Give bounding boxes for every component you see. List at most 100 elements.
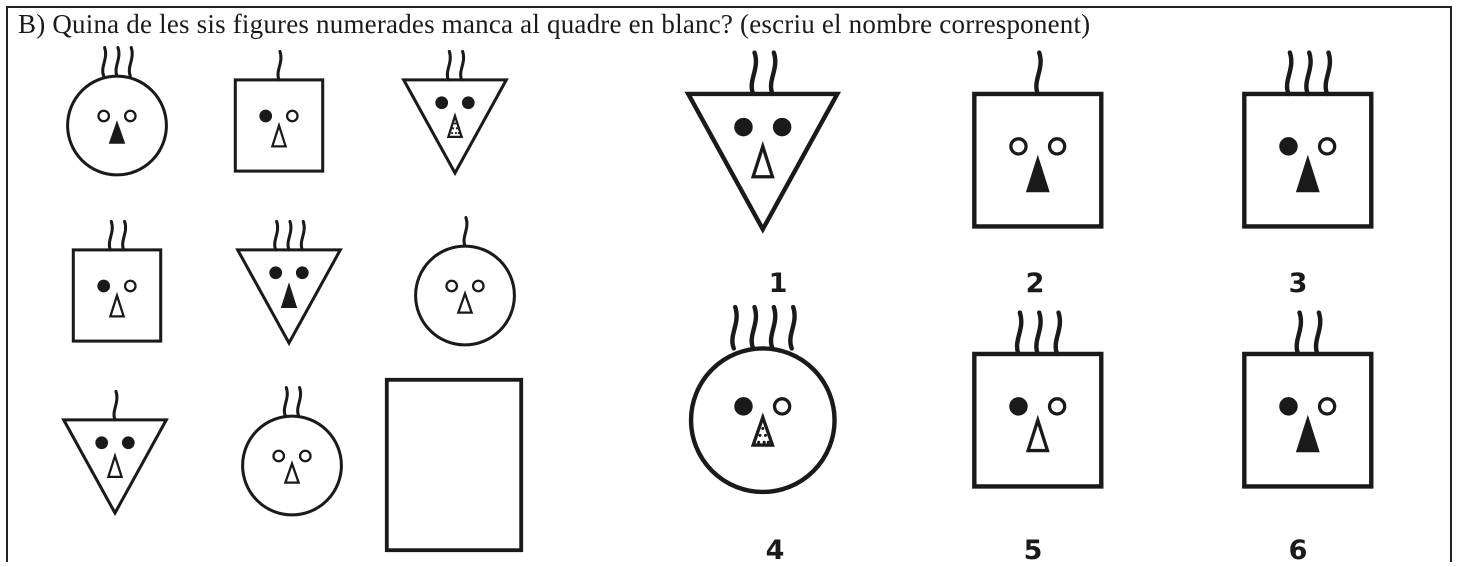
eye-filled: [1279, 137, 1298, 156]
hair-strand: [296, 386, 303, 418]
eye-open: [1317, 137, 1337, 156]
matrix-cell-2: [233, 49, 325, 173]
hair-strand: [445, 49, 452, 82]
eye-filled: [95, 436, 109, 450]
matrix-cell-1: [66, 46, 168, 177]
option-label-2: 2: [1025, 268, 1045, 299]
option-figure-4: [688, 304, 837, 495]
hair-strand: [768, 304, 778, 351]
option-figure-6: [1242, 310, 1374, 489]
head-square: [71, 248, 163, 343]
hair-strand: [730, 304, 739, 351]
option-label-3: 3: [1288, 268, 1308, 299]
hair-strand: [768, 50, 778, 97]
hair-strand: [299, 219, 306, 252]
eye-filled: [295, 266, 309, 280]
hair-strand: [462, 216, 469, 248]
hair-strand: [1294, 310, 1304, 357]
head-circle: [241, 414, 343, 517]
matrix-cell-6: [414, 216, 516, 347]
eye-filled: [1279, 397, 1298, 416]
option-figure-5: [972, 310, 1104, 489]
nose-dots: [757, 426, 770, 444]
matrix-cell-5: [235, 219, 343, 347]
hair-strand: [1053, 310, 1063, 357]
eye-open: [471, 279, 485, 293]
head-circle: [688, 346, 837, 495]
hair-strand: [1014, 310, 1024, 357]
hair-strand: [286, 219, 293, 252]
head-triangle: [401, 78, 509, 177]
matrix-cell-3: [401, 49, 509, 177]
eye-open: [445, 279, 459, 293]
nose-filled: [1295, 154, 1320, 193]
question-text: B) Quina de les sis figures numerades ma…: [18, 9, 1091, 39]
nose-open: [270, 121, 288, 148]
eye-filled: [734, 397, 753, 416]
hair-strand: [127, 46, 134, 78]
hair-strand: [101, 46, 108, 78]
matrix-cell-4: [71, 219, 163, 343]
eye-filled: [259, 109, 273, 123]
hair-strand: [1304, 50, 1313, 97]
eye-filled: [734, 117, 753, 137]
option-figure-2: [972, 50, 1104, 229]
eye-filled: [269, 266, 283, 280]
hair-strand: [1034, 310, 1043, 357]
eye-open: [123, 109, 137, 123]
hair-strand: [273, 219, 280, 252]
eye-open: [772, 397, 792, 416]
nose-open: [106, 452, 124, 479]
option-label-6: 6: [1288, 535, 1308, 566]
hair-strand: [459, 49, 466, 82]
matrix-cell-blank: [384, 377, 524, 553]
nose-open: [750, 140, 775, 179]
nose-filled: [280, 282, 298, 309]
eye-open: [1317, 397, 1337, 416]
eye-open: [1047, 137, 1067, 156]
nose-open: [456, 290, 474, 314]
option-label-4: 4: [765, 535, 785, 566]
nose-open: [283, 460, 301, 484]
hair-strand: [282, 386, 289, 418]
eye-open: [1009, 137, 1028, 156]
eye-filled: [772, 117, 792, 137]
head-square: [1242, 351, 1374, 489]
matrix-cell-8: [241, 386, 343, 517]
eye-open: [272, 449, 286, 463]
matrix-cell-7: [61, 389, 169, 517]
hair-strand: [749, 50, 759, 97]
eye-filled: [97, 279, 111, 293]
hair-strand: [1323, 50, 1333, 97]
eye-open: [285, 109, 299, 123]
eye-open: [123, 279, 137, 293]
eye-open: [97, 109, 111, 123]
nose-open: [108, 291, 126, 318]
hair-strand: [114, 46, 121, 78]
eye-filled: [461, 96, 475, 110]
hair-strand: [121, 219, 128, 252]
option-figure-1: [684, 50, 842, 234]
hair-strand: [112, 389, 119, 422]
hair-strand: [276, 49, 283, 82]
hair-strand: [788, 304, 797, 351]
head-triangle: [684, 91, 842, 234]
nose-filled: [1295, 414, 1320, 453]
nose-dotted: [750, 412, 775, 447]
eye-filled: [121, 436, 135, 450]
hair-strand: [749, 304, 759, 351]
nose-dotted: [446, 112, 464, 139]
option-label-5: 5: [1023, 535, 1043, 566]
eye-filled: [1009, 397, 1028, 416]
hair-strand: [107, 219, 114, 252]
nose-dots: [451, 122, 460, 135]
option-label-1: 1: [768, 268, 788, 299]
puzzle-frame: [6, 6, 1452, 562]
hair-strand: [1313, 310, 1323, 357]
hair-strand: [1284, 50, 1294, 97]
nose-open: [1025, 414, 1050, 453]
hair-strand: [1034, 50, 1043, 97]
eye-filled: [435, 96, 449, 110]
nose-filled: [1025, 154, 1050, 193]
eye-open: [298, 449, 312, 463]
